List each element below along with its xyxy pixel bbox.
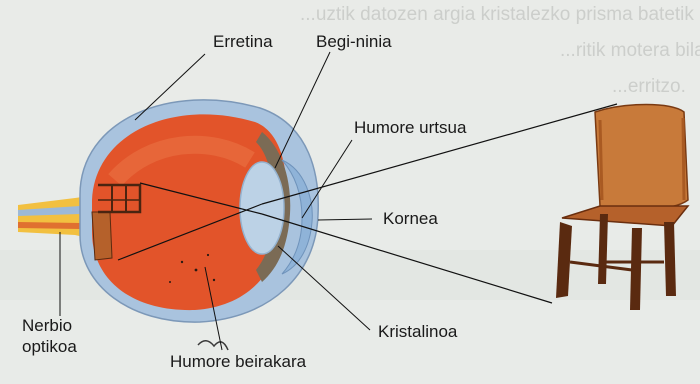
label-cornea: Kornea [383, 209, 438, 229]
label-iris: Begi-ninia [316, 32, 392, 52]
label-vitreous-humor: Humore beirakara [170, 352, 306, 372]
label-lens: Kristalinoa [378, 322, 457, 342]
label-optic-nerve-line-1: Nerbio [22, 316, 72, 336]
label-aqueous-humor: Humore urtsua [354, 118, 466, 138]
lens-shape [240, 162, 284, 254]
label-retina: Erretina [213, 32, 273, 52]
label-optic-nerve-line-2: optikoa [22, 337, 77, 357]
